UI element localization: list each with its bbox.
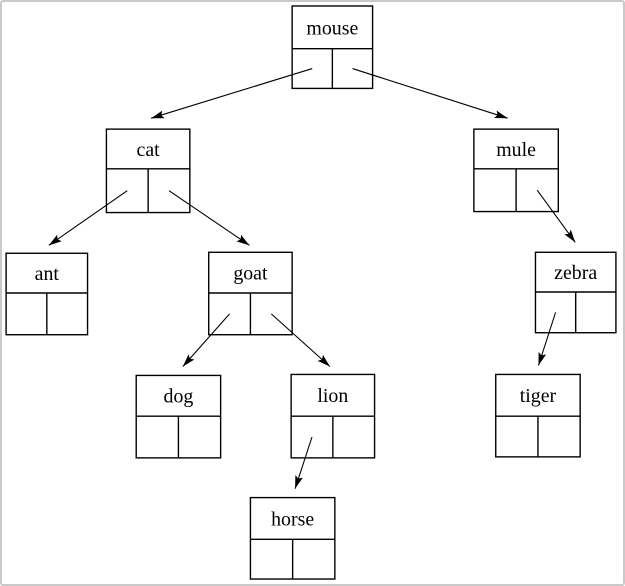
node-label-horse: horse <box>271 508 314 530</box>
node-label-lion: lion <box>317 385 348 407</box>
node-label-dog: dog <box>164 386 194 408</box>
tree-node-cat: cat <box>105 128 191 214</box>
node-label-goat: goat <box>233 263 268 285</box>
node-label-zebra: zebra <box>554 262 597 284</box>
tree-node-mule: mule <box>473 128 560 213</box>
edge-goat-left-to-dog <box>182 313 230 367</box>
node-label-ant: ant <box>35 263 60 285</box>
edge-cat-left-to-ant <box>48 190 128 246</box>
node-label-mule: mule <box>496 139 536 161</box>
tree-node-mouse: mouse <box>291 5 374 90</box>
tree-node-tiger: tiger <box>495 373 581 458</box>
tree-node-lion: lion <box>290 373 376 459</box>
edge-lion-left-to-horse <box>294 436 313 489</box>
tree-node-ant: ant <box>5 252 89 336</box>
edge-mule-right-to-zebra <box>536 189 576 243</box>
edge-mouse-left-to-cat <box>150 68 313 119</box>
tree-node-zebra: zebra <box>534 251 617 334</box>
edge-cat-right-to-goat <box>168 190 250 246</box>
node-label-cat: cat <box>137 139 161 161</box>
tree-node-goat: goat <box>208 251 293 336</box>
edge-mouse-right-to-mule <box>352 68 508 119</box>
node-label-tiger: tiger <box>520 385 557 407</box>
edge-zebra-left-to-tiger <box>537 312 557 366</box>
tree-node-horse: horse <box>249 496 336 580</box>
node-label-mouse: mouse <box>306 17 358 39</box>
tree-node-dog: dog <box>135 374 222 459</box>
edge-goat-right-to-lion <box>270 313 331 367</box>
